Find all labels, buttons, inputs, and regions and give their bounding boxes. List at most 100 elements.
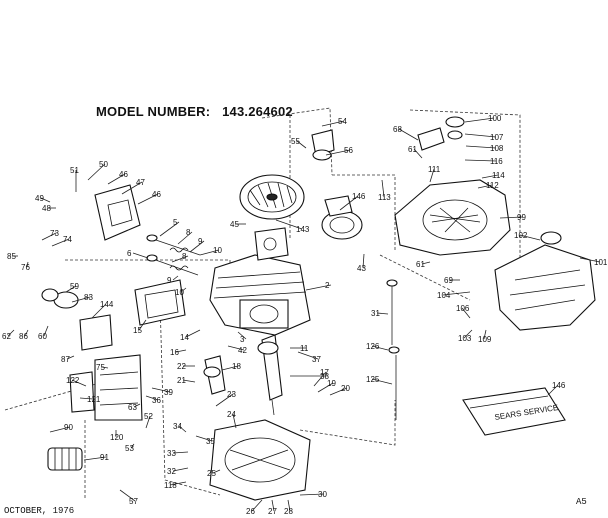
callout-label-73: 73	[50, 229, 59, 238]
leader-line-47	[121, 181, 143, 195]
callout-label-76: 76	[21, 263, 30, 272]
leader-line-37	[297, 351, 319, 360]
leader-line-112	[477, 184, 493, 189]
leader-line-59	[65, 285, 77, 293]
callout-label-111: 111	[428, 165, 441, 174]
leader-line-55	[296, 140, 307, 149]
callout-label-11: 11	[300, 344, 309, 353]
leader-line-46	[137, 193, 159, 205]
fuel-tank-part	[134, 279, 186, 326]
callout-label-23: 23	[227, 390, 236, 399]
leader-line-99	[499, 216, 524, 219]
leader-line-18	[221, 365, 239, 371]
callout-label-113: 113	[378, 193, 391, 202]
leader-line-57	[119, 489, 136, 502]
callout-label-146: 146	[352, 192, 366, 201]
callout-label-91: 91	[100, 453, 109, 462]
callout-label-48: 48	[42, 204, 51, 213]
callout-label-21: 21	[177, 376, 186, 385]
callout-label-38: 38	[320, 372, 329, 381]
callout-label-22: 22	[177, 362, 186, 371]
leader-line-28	[287, 499, 291, 512]
leader-line-100	[464, 117, 495, 123]
callout-label-101: 101	[594, 258, 608, 267]
callout-label-17: 17	[320, 368, 329, 377]
callout-label-125: 125	[366, 375, 380, 384]
leader-line-19	[317, 382, 334, 393]
flywheel	[239, 174, 305, 220]
model-number-value: 143.264602	[222, 104, 293, 119]
leader-line-23	[215, 393, 234, 407]
leader-line-8	[171, 255, 189, 263]
callout-label-10: 10	[213, 246, 222, 255]
callout-label-86: 86	[19, 332, 28, 341]
callout-label-51: 51	[70, 166, 79, 175]
callout-label-109: 109	[478, 335, 492, 344]
callout-leader-lines	[7, 117, 601, 512]
callout-label-9: 9	[167, 276, 172, 285]
callout-label-49: 49	[35, 194, 44, 203]
callout-label-85: 85	[7, 252, 16, 261]
leader-line-50	[87, 163, 106, 181]
callout-label-108: 108	[490, 144, 504, 153]
callout-label-52: 52	[144, 412, 153, 421]
callout-label-112: 112	[486, 181, 499, 190]
callout-label-102: 102	[514, 231, 528, 240]
leader-line-25	[212, 469, 221, 474]
callout-label-74: 74	[63, 235, 72, 244]
leader-line-3	[237, 331, 247, 340]
callout-label-57: 57	[129, 497, 138, 506]
callout-label-118: 118	[164, 481, 177, 490]
valves	[146, 234, 201, 276]
callout-label-3: 3	[240, 335, 245, 344]
callout-label-10: 10	[175, 288, 184, 297]
leader-line-121	[79, 397, 94, 400]
callout-label-43: 43	[357, 264, 366, 273]
callout-label-120: 120	[110, 433, 124, 442]
leader-line-49	[40, 197, 51, 203]
callout-label-16: 16	[170, 348, 179, 357]
leader-line-36	[145, 395, 159, 401]
leader-line-111	[429, 168, 435, 183]
leader-line-21	[182, 379, 196, 383]
callout-label-33: 33	[167, 449, 176, 458]
callout-label-8: 8	[186, 228, 191, 237]
callout-label-146: 146	[552, 381, 566, 390]
leader-line-16	[175, 349, 187, 353]
leader-line-75	[101, 366, 109, 369]
callout-label-90: 90	[64, 423, 73, 432]
model-number-title: MODEL NUMBER: 143.264602	[96, 104, 293, 119]
leader-line-35	[195, 435, 213, 442]
leader-line-90	[49, 426, 71, 433]
leader-line-10	[180, 287, 187, 293]
callout-label-107: 107	[490, 133, 504, 142]
callout-label-87: 87	[61, 355, 70, 364]
callout-label-83: 83	[84, 293, 93, 302]
leader-line-53	[130, 443, 135, 449]
leader-line-9	[189, 240, 205, 253]
recoil-starter	[321, 195, 363, 240]
callout-label-35: 35	[206, 437, 215, 446]
callout-label-39: 39	[164, 388, 173, 397]
callout-label-126: 126	[366, 342, 380, 351]
callout-label-18: 18	[232, 362, 241, 371]
leader-line-46	[107, 173, 126, 185]
leader-line-62	[7, 329, 15, 337]
callout-label-46: 46	[119, 170, 128, 179]
connecting-rod	[203, 355, 226, 395]
callout-label-28: 28	[284, 507, 293, 516]
leader-line-74	[51, 238, 70, 247]
leader-line-108	[465, 145, 497, 149]
leader-line-87	[66, 355, 75, 360]
callout-label-46: 46	[152, 190, 161, 199]
leader-line-15	[138, 319, 147, 331]
leader-line-126	[371, 345, 389, 351]
callout-label-106: 106	[456, 304, 470, 313]
carburetor	[254, 227, 289, 261]
fuel-filter	[47, 447, 83, 471]
leader-line-106	[461, 307, 471, 319]
leader-line-54	[321, 120, 345, 127]
starter-cup	[311, 129, 335, 161]
